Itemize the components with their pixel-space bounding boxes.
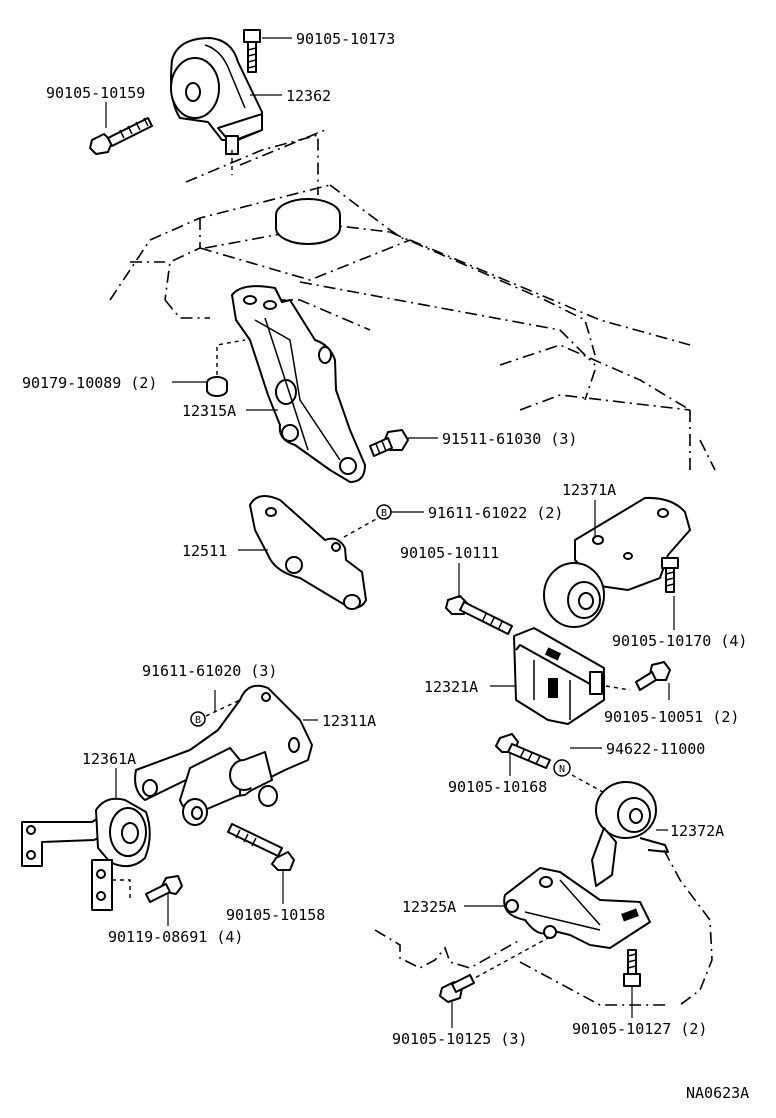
label-91611-61022: 91611-61022 (2) [428,504,563,522]
subframe-outline [374,929,670,1006]
engine-cap [275,198,341,245]
svg-text:B: B [381,508,387,519]
label-12362: 12362 [286,87,331,105]
label-90105-10158: 90105-10158 [226,906,325,924]
label-12325A: 12325A [402,898,456,916]
bolt-90105-10173 [243,29,261,73]
marker-b-lower: B [190,711,206,727]
label-12315A: 12315A [182,402,236,420]
guide-90119 [112,879,131,898]
svg-text:N: N [559,764,565,775]
mount-12361A [21,797,151,911]
label-90105-10168: 90105-10168 [448,778,547,796]
label-12372A: 12372A [670,822,724,840]
bolt-90105-10159 [89,117,153,155]
mount-12321A [513,627,605,725]
label-94622-11000: 94622-11000 [606,740,705,758]
label-90105-10170: 90105-10170 (4) [612,632,747,650]
nut-90179-10089 [206,376,228,397]
marker-b-upper: B [376,504,392,520]
label-90105-10051: 90105-10051 (2) [604,708,739,726]
guide-91611-61020 [205,699,241,717]
nut-94622-11000: N [553,759,571,777]
guide-91611-61022 [343,517,379,538]
guide-12372A [663,849,713,1006]
bolt-90105-10168 [495,733,551,769]
mount-12362 [170,37,263,155]
label-12321A: 12321A [424,678,478,696]
svg-text:B: B [195,715,201,726]
figure-code: NA0623A [686,1084,749,1102]
guide-90105-10051 [605,685,631,691]
guide-90105-10125 [461,937,549,986]
label-91611-61020: 91611-61020 (3) [142,662,277,680]
bracket-12311A [134,684,313,826]
label-12371A: 12371A [562,481,616,499]
label-90105-10125: 90105-10125 (3) [392,1030,527,1048]
label-12361A: 12361A [82,750,136,768]
label-90105-10127: 90105-10127 (2) [572,1020,707,1038]
label-90179-10089: 90179-10089 (2) [22,374,157,392]
label-90105-10111: 90105-10111 [400,544,499,562]
label-12311A: 12311A [322,712,376,730]
bracket-12315A [231,285,366,483]
label-91511-61030: 91511-61030 (3) [442,430,577,448]
mount-12372A [591,781,669,887]
bolt-90119-08691 [145,875,183,903]
label-90119-08691: 90119-08691 (4) [108,928,243,946]
bolt-90105-10051 [635,661,671,691]
bolt-91511-61030 [369,429,409,457]
bolt-90105-10111 [445,595,513,635]
bolt-90105-10170 [661,557,679,593]
stay-12511 [249,495,367,610]
label-90105-10159: 90105-10159 [46,84,145,102]
label-90105-10173: 90105-10173 [296,30,395,48]
bolt-90105-10127 [623,949,641,987]
label-12511: 12511 [182,542,227,560]
guide-90179 [216,339,246,375]
bolt-90105-10125 [439,974,475,1003]
leader-lines [105,37,675,1028]
bolt-90105-10158 [227,823,295,871]
bracket-12325A [503,867,651,949]
